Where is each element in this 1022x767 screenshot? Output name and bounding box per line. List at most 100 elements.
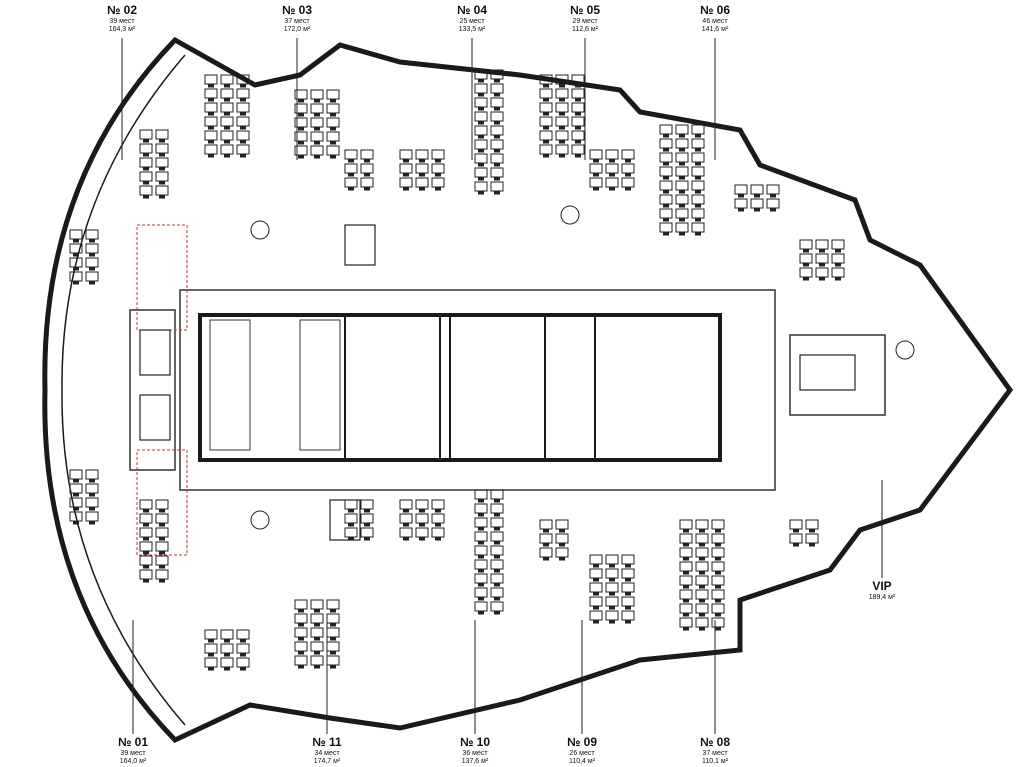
chair (819, 263, 825, 267)
chair (609, 564, 615, 568)
desk (691, 194, 705, 205)
desk (555, 88, 569, 99)
chair (695, 162, 701, 166)
desk (415, 527, 429, 538)
desk (85, 271, 99, 282)
chair (478, 79, 484, 83)
desk (294, 117, 308, 128)
desk (220, 629, 234, 640)
chair (364, 173, 370, 177)
chair (575, 154, 581, 158)
desk (294, 613, 308, 624)
desk (431, 527, 445, 538)
desk (155, 499, 169, 510)
desk (474, 97, 488, 108)
desk (490, 153, 504, 164)
meeting-table (139, 329, 171, 376)
chair (543, 557, 549, 561)
chair (159, 579, 165, 583)
chair (330, 609, 336, 613)
chair (330, 623, 336, 627)
desk (589, 149, 603, 160)
chair (143, 537, 149, 541)
chair (143, 181, 149, 185)
desk (236, 629, 250, 640)
chair (348, 187, 354, 191)
chair (348, 173, 354, 177)
desk (539, 102, 553, 113)
desk (399, 149, 413, 160)
chair (89, 493, 95, 497)
desk (490, 139, 504, 150)
desk (691, 152, 705, 163)
chair (699, 613, 705, 617)
chair (143, 551, 149, 555)
chair (478, 555, 484, 559)
desk (695, 547, 709, 558)
desk (139, 171, 153, 182)
desk (155, 541, 169, 552)
desk (555, 130, 569, 141)
desk (589, 163, 603, 174)
zone-seats: 29 мест (572, 17, 598, 25)
desk (659, 180, 673, 191)
desk (539, 533, 553, 544)
chair (419, 159, 425, 163)
round-table (250, 510, 270, 530)
desk (155, 171, 169, 182)
desk (679, 519, 693, 530)
desk (294, 641, 308, 652)
desk (431, 513, 445, 524)
desk (474, 503, 488, 514)
chair (575, 126, 581, 130)
meeting-table (799, 354, 856, 391)
chair (593, 606, 599, 610)
chair (143, 523, 149, 527)
chair (478, 121, 484, 125)
desk (85, 229, 99, 240)
chair (559, 529, 565, 533)
chair (89, 507, 95, 511)
desk (474, 531, 488, 542)
desk (490, 601, 504, 612)
chair (224, 98, 230, 102)
chair (559, 557, 565, 561)
chair (240, 667, 246, 671)
chair (298, 651, 304, 655)
desk (805, 519, 819, 530)
desk (555, 547, 569, 558)
desk (555, 533, 569, 544)
chair (143, 579, 149, 583)
chair (419, 173, 425, 177)
desk (155, 143, 169, 154)
chair (73, 521, 79, 525)
chair (715, 557, 721, 561)
chair (348, 159, 354, 163)
chair (208, 653, 214, 657)
chair (224, 653, 230, 657)
chair (330, 637, 336, 641)
chair (224, 84, 230, 88)
chair (314, 665, 320, 669)
desk (766, 198, 780, 209)
desk (490, 545, 504, 556)
desk (310, 627, 324, 638)
chair (494, 513, 500, 517)
chair (559, 154, 565, 158)
chair (679, 148, 685, 152)
zone-seats: 26 мест (569, 749, 595, 757)
chair (543, 98, 549, 102)
desk (415, 499, 429, 510)
chair (715, 599, 721, 603)
chair (159, 565, 165, 569)
desk (695, 533, 709, 544)
desk (69, 469, 83, 480)
chair (419, 509, 425, 513)
chair (435, 187, 441, 191)
desk (571, 74, 585, 85)
chair (679, 176, 685, 180)
chair (663, 148, 669, 152)
